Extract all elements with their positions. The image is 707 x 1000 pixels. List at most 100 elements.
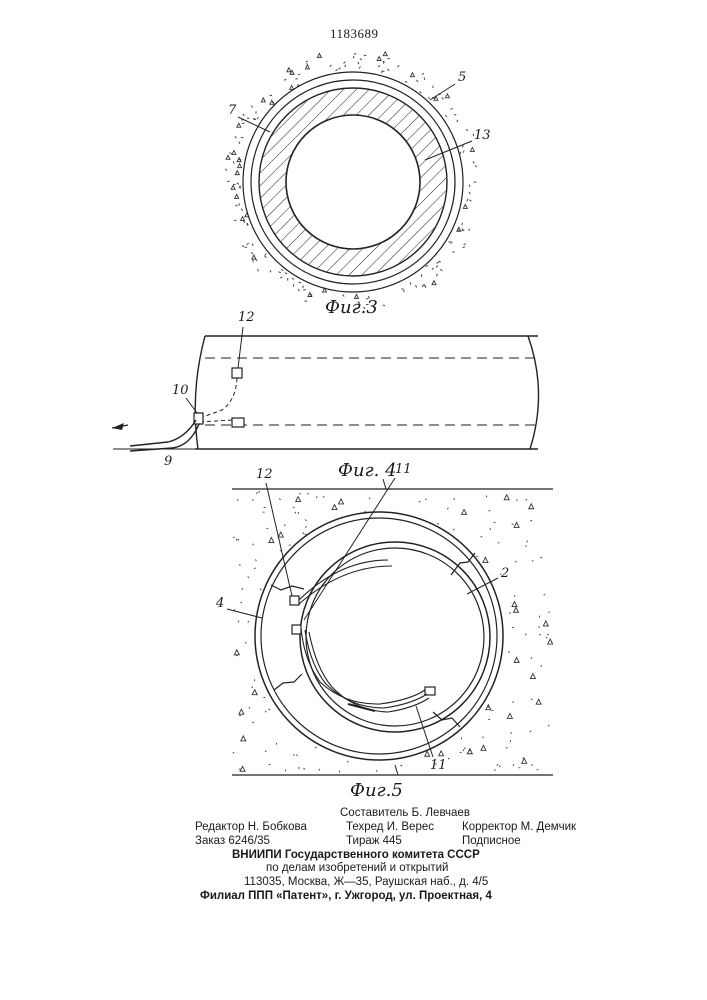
speckle-mark — [432, 281, 436, 285]
speckle-mark — [513, 607, 518, 612]
speckle-mark — [279, 272, 281, 273]
colophon-editor: Редактор Н. Бобкова — [195, 821, 307, 833]
speckle-mark — [358, 62, 359, 64]
speckle-mark — [237, 183, 239, 184]
speckle-mark — [464, 244, 466, 245]
speckle-mark — [297, 754, 298, 756]
speckle-mark — [498, 542, 499, 543]
fig3-label-13: 13 — [474, 128, 491, 143]
speckle-mark — [235, 171, 239, 175]
speckle-mark — [506, 747, 508, 748]
sensor-middle — [292, 625, 301, 634]
colophon-address: 113035, Москва, Ж—35, Раушская наб., д. … — [244, 876, 488, 888]
section-mark-bottom — [395, 765, 398, 775]
speckle-mark — [462, 509, 467, 514]
speckle-mark — [508, 652, 510, 653]
speckle-mark — [239, 159, 241, 160]
speckle-mark — [548, 639, 553, 644]
speckle-mark — [532, 561, 534, 562]
speckle-mark — [298, 512, 299, 514]
colophon-circulation: Тираж 445 — [346, 835, 402, 847]
speckle-mark — [248, 621, 249, 622]
speckle-mark — [442, 97, 444, 99]
speckle-mark — [531, 765, 532, 766]
fig5-label-12: 12 — [256, 467, 273, 482]
speckle-mark — [429, 97, 430, 99]
speckle-mark — [241, 209, 242, 211]
speckle-mark — [232, 150, 236, 154]
speckle-mark — [445, 115, 447, 117]
speckle-mark — [539, 626, 540, 628]
speckle-mark — [536, 699, 541, 704]
speckle-mark — [295, 512, 296, 514]
colophon-branch: Филиал ППП «Патент», г. Ужгород, ул. Про… — [200, 890, 492, 902]
speckle-mark — [252, 255, 256, 259]
colophon-techred: Техред И. Верес — [346, 821, 434, 833]
speckle-mark — [512, 602, 517, 607]
wire-hidden-upper — [200, 378, 237, 418]
speckle-mark — [249, 707, 250, 708]
pipe-bore — [286, 115, 420, 249]
speckle-mark — [265, 254, 267, 256]
speckle-mark — [481, 745, 486, 750]
speckle-mark — [499, 766, 501, 767]
speckle-mark — [410, 282, 411, 284]
speckle-mark — [258, 269, 259, 271]
speckle-mark — [526, 499, 527, 500]
speckle-mark — [285, 273, 287, 274]
speckle-mark — [241, 736, 246, 741]
speckle-mark — [235, 136, 236, 138]
speckle-mark — [319, 769, 320, 771]
speckle-mark — [543, 621, 548, 626]
speckle-mark — [470, 147, 474, 151]
speckle-mark — [347, 761, 348, 762]
speckle-mark — [257, 117, 259, 119]
speckle-mark — [462, 145, 463, 147]
speckle-mark — [236, 539, 237, 541]
sensor-upper — [232, 368, 242, 378]
speckle-mark — [227, 181, 229, 182]
speckle-mark — [425, 751, 430, 756]
speckle-mark — [270, 100, 274, 104]
speckle-mark — [233, 537, 235, 538]
fig3-label-7: 7 — [228, 103, 236, 118]
speckle-mark — [244, 221, 245, 223]
speckle-mark — [530, 674, 535, 679]
speckle-mark — [254, 568, 256, 569]
speckle-mark — [259, 491, 260, 492]
speckle-mark — [420, 91, 422, 93]
speckle-mark — [241, 602, 242, 603]
speckle-mark — [267, 528, 269, 529]
speckle-mark — [343, 62, 345, 64]
speckle-mark — [265, 256, 267, 258]
speckle-mark — [544, 595, 546, 596]
speckle-mark — [525, 634, 526, 635]
speckle-mark — [299, 282, 301, 283]
speckle-mark — [285, 770, 286, 772]
speckle-mark — [234, 650, 239, 655]
speckle-mark — [241, 217, 245, 221]
speckle-mark — [269, 538, 274, 543]
speckle-mark — [531, 657, 532, 658]
speckle-mark — [447, 508, 448, 510]
colophon-corrector: Корректор М. Демчик — [462, 821, 576, 833]
speckle-mark — [293, 284, 294, 286]
speckle-mark — [316, 496, 317, 497]
speckle-mark — [489, 510, 491, 511]
speckle-mark — [359, 66, 360, 68]
speckle-mark — [265, 751, 267, 752]
speckle-mark — [547, 634, 549, 635]
speckle-mark — [330, 65, 332, 67]
speckle-mark — [463, 204, 467, 208]
speckle-mark — [416, 80, 418, 82]
speckle-mark — [280, 277, 282, 278]
speckle-mark — [397, 65, 399, 67]
speckle-mark — [527, 541, 528, 543]
speckle-mark — [512, 702, 513, 703]
speckle-mark — [247, 243, 249, 245]
speckle-mark — [307, 493, 308, 494]
speckle-mark — [252, 105, 253, 107]
fig4-label-9: 9 — [164, 454, 172, 469]
speckle-mark — [269, 709, 271, 710]
speckle-mark — [541, 665, 542, 666]
